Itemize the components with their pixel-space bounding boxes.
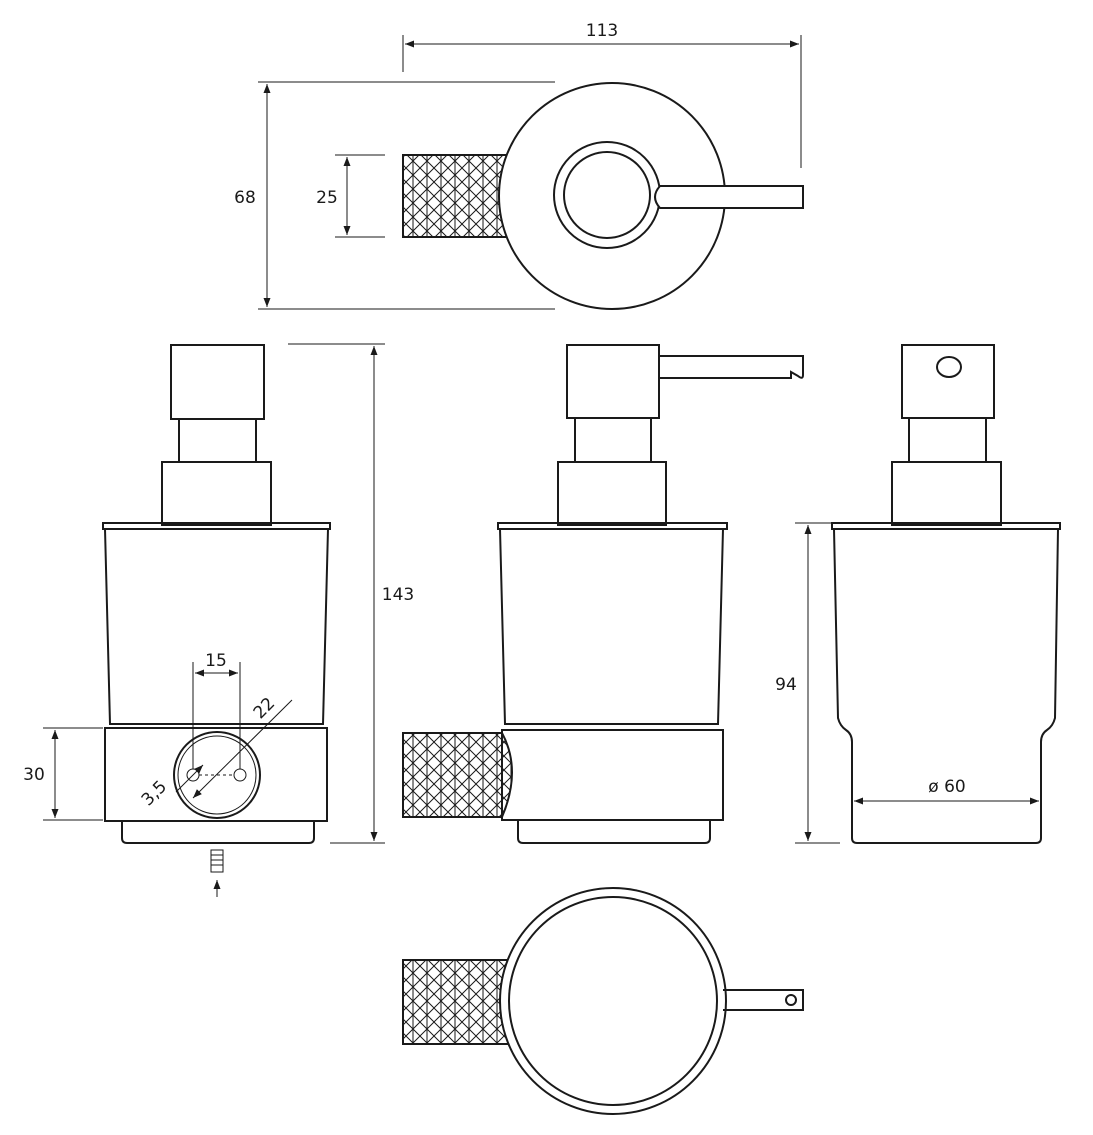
back-glass-rim	[831, 522, 1061, 530]
bottom-knurled-handle	[402, 959, 514, 1045]
bottom-inner-circle	[508, 896, 718, 1106]
base-band	[104, 727, 328, 822]
mount-hole-right	[233, 768, 247, 782]
side-knurled-handle	[402, 732, 513, 818]
back-pump-collar	[891, 461, 1002, 526]
side-glass-rim	[497, 522, 728, 530]
side-glass-body	[499, 528, 724, 725]
back-pump-cap	[901, 344, 995, 419]
mount-flange-outer	[173, 731, 261, 819]
top-spout	[654, 185, 804, 209]
bottom-spout	[723, 989, 804, 1011]
back-glass-body	[833, 528, 1059, 844]
side-base-band	[501, 729, 724, 821]
glass-body	[104, 528, 329, 725]
pump-stem	[178, 418, 257, 463]
dim-25: 25	[316, 188, 338, 208]
side-bottom-cap	[517, 820, 711, 844]
top-ring-inner	[563, 151, 651, 239]
dim-30: 30	[23, 765, 45, 785]
pump-collar	[161, 461, 272, 526]
dim-3-5: 3,5	[138, 777, 171, 810]
dim-22: 22	[250, 694, 279, 723]
dim-143: 143	[382, 585, 414, 605]
glass-rim	[102, 522, 331, 530]
pump-cap	[170, 344, 265, 420]
spout-hole	[785, 994, 797, 1006]
back-pump-stem	[908, 417, 987, 463]
nozzle-opening	[936, 356, 962, 378]
bottom-outer-circle	[499, 887, 727, 1115]
dim-60: ø 60	[928, 777, 965, 797]
bottom-cap	[121, 821, 315, 844]
side-pump-collar	[557, 461, 667, 526]
front-view: 15 22 3,5 30 143	[23, 343, 414, 897]
back-view: ø 60 94	[775, 344, 1061, 844]
knurled-handle	[402, 154, 508, 238]
side-pump-stem	[574, 417, 652, 463]
dim-94: 94	[775, 675, 797, 695]
dim-15: 15	[205, 651, 227, 671]
side-pump-cap	[566, 344, 660, 419]
bottom-view	[402, 887, 804, 1115]
side-spout	[659, 355, 804, 379]
dim-68: 68	[234, 188, 256, 208]
screw-icon	[210, 849, 224, 897]
side-view	[402, 344, 804, 844]
top-view: 113 68 25	[234, 21, 804, 310]
mount-flange-inner	[177, 735, 257, 815]
dim-113: 113	[586, 21, 618, 41]
